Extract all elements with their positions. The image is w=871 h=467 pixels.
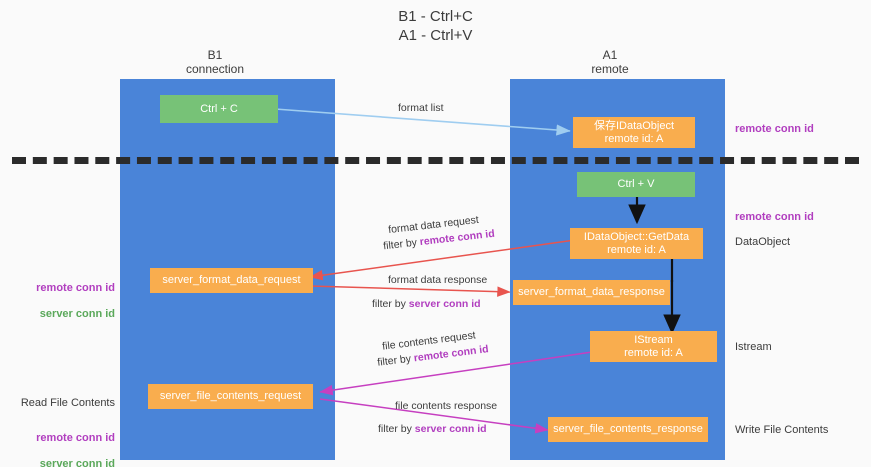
column-header-b1: B1 connection <box>185 48 245 76</box>
annot-write-file-contents: Write File Contents <box>735 424 829 436</box>
annot-remote-conn-id-mid: remote conn id <box>735 211 814 223</box>
node-server-file-contents-response-label: server_file_contents_response <box>553 423 703 435</box>
node-istream-sublabel: remote id: A <box>624 346 683 359</box>
edge-label-file-contents-response-filter: filter by server conn id <box>378 423 487 436</box>
annot-read-file-contents-heading: Read File Contents <box>20 397 115 409</box>
node-istream[interactable]: IStream remote id: A <box>590 331 717 362</box>
filter-prefix: filter by <box>382 236 421 253</box>
annot-remote-conn-id-left: remote conn id <box>36 282 115 294</box>
node-getdata-label: IDataObject::GetData <box>583 230 690 243</box>
edge-label-format-data-response-filter: filter by server conn id <box>372 298 481 311</box>
filter-key-server-conn-id: server conn id <box>408 298 481 310</box>
node-ctrl-v-label: Ctrl + V <box>617 178 655 190</box>
edge-label-file-contents-response: file contents response <box>395 400 498 412</box>
annot-istream: Istream <box>735 341 772 353</box>
section-divider <box>12 157 859 164</box>
node-server-file-contents-response[interactable]: server_file_contents_response <box>548 417 708 442</box>
node-server-format-data-response[interactable]: server_format_data_response <box>513 280 670 305</box>
node-server-format-data-request-label: server_format_data_request <box>162 274 301 286</box>
node-idataobject-label: 保存IDataObject <box>593 119 675 132</box>
node-getdata-sublabel: remote id: A <box>607 243 666 256</box>
edge-label-format-list: format list <box>398 102 444 114</box>
filter-prefix: filter by <box>372 298 409 310</box>
node-idataobject[interactable]: 保存IDataObject remote id: A <box>573 117 695 148</box>
node-server-file-contents-request[interactable]: server_file_contents_request <box>148 384 313 409</box>
annot-server-conn-id-left-2: server conn id <box>39 458 115 467</box>
filter-key-server-conn-id: server conn id <box>414 423 487 435</box>
node-istream-label: IStream <box>634 333 673 346</box>
annot-conn-ids-mid: remote conn id server conn id <box>5 269 115 334</box>
column-header-a1: A1 remote <box>591 48 629 76</box>
node-server-format-data-request[interactable]: server_format_data_request <box>150 268 313 293</box>
node-server-format-data-response-label: server_format_data_response <box>518 286 665 298</box>
node-idataobject-sublabel: remote id: A <box>604 132 664 145</box>
annot-remote-conn-id-left-2: remote conn id <box>36 432 115 444</box>
node-ctrl-c-label: Ctrl + C <box>200 102 238 115</box>
filter-prefix: filter by <box>376 352 415 369</box>
page-title: B1 - Ctrl+C A1 - Ctrl+V <box>398 8 473 44</box>
node-server-file-contents-request-label: server_file_contents_request <box>159 390 302 402</box>
edge-label-format-data-response: format data response <box>388 274 488 286</box>
annot-dataobject: DataObject <box>735 236 791 248</box>
filter-prefix: filter by <box>378 423 415 435</box>
node-ctrl-c[interactable]: Ctrl + C <box>160 95 278 123</box>
node-idataobject-getdata[interactable]: IDataObject::GetData remote id: A <box>570 228 703 259</box>
annot-server-conn-id-left: server conn id <box>39 308 115 320</box>
annot-remote-conn-id-top: remote conn id <box>735 123 814 135</box>
annot-read-file-contents: Read File Contents remote conn id server… <box>5 384 115 467</box>
node-ctrl-v[interactable]: Ctrl + V <box>577 172 695 197</box>
